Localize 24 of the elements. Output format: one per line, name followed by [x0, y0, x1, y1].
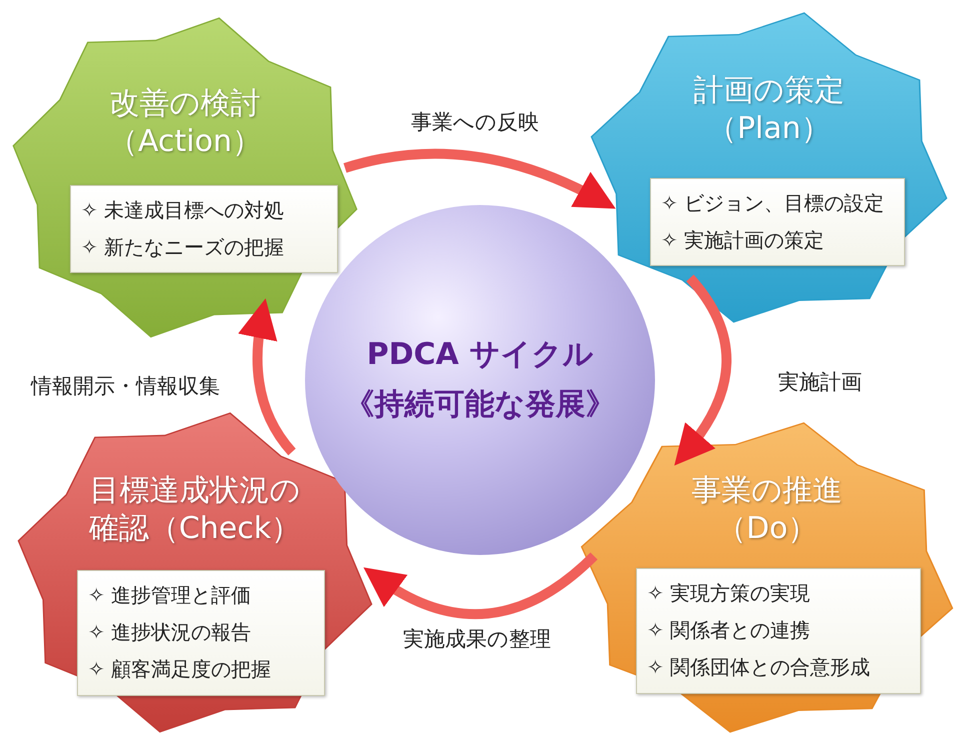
curved-arrow: [344, 148, 616, 208]
star-heading: 事業の推進（Do）: [690, 472, 844, 548]
curved-arrow: [674, 274, 732, 466]
list-box: [650, 178, 905, 266]
sphere-title: 《持続可能な発展》: [344, 386, 616, 424]
list-item: ✧ 顧客満足度の把握: [88, 656, 272, 683]
list-box: [70, 185, 338, 273]
list-item: ✧ 関係団体との合意形成: [647, 654, 872, 681]
star-heading: 目標達成状況の確認（Check）: [88, 472, 302, 548]
list-box: [636, 568, 921, 694]
list-box: [77, 570, 325, 696]
sphere-title: PDCA サイクル: [366, 336, 594, 374]
list-item: ✧ 新たなニーズの把握: [81, 234, 286, 261]
curved-arrow: [363, 552, 598, 619]
list-item: ✧ 進捗状況の報告: [88, 619, 252, 646]
list-item: ✧ ビジョン、目標の設定: [661, 190, 886, 217]
star-heading: 計画の策定（Plan）: [692, 72, 846, 148]
curved-arrow: [238, 298, 296, 456]
list-item: ✧ 進捗管理と評価: [88, 582, 252, 609]
list-item: ✧ 実施計画の策定: [661, 227, 826, 254]
list-item: ✧ 実現方策の実現: [647, 580, 812, 607]
list-item: ✧ 関係者との連携: [647, 617, 812, 644]
star-heading: 改善の検討（Action）: [107, 85, 263, 161]
list-item: ✧ 未達成目標への対処: [81, 197, 286, 224]
